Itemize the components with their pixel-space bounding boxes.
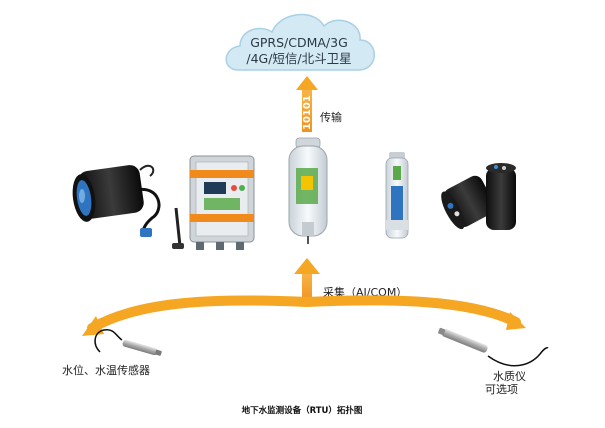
collect-arrow bbox=[294, 258, 320, 302]
device-slim-water-quality-probe bbox=[385, 152, 409, 239]
transmit-arrow-shaft bbox=[302, 88, 312, 132]
transmit-label: 传输 bbox=[320, 110, 342, 124]
cloud: GPRS/CDMA/3G /4G/短信/北斗卫星 bbox=[225, 13, 375, 71]
transmit-arrow: 10101 bbox=[296, 76, 318, 132]
sensor-water-level-temp bbox=[94, 328, 162, 356]
device-black-sensor-probes bbox=[441, 163, 516, 230]
device-black-probe-camera bbox=[72, 164, 161, 238]
cloud-line-1: GPRS/CDMA/3G bbox=[250, 35, 348, 50]
collect-arc bbox=[87, 295, 521, 333]
left-sensor-label: 水位、水温传感器 bbox=[62, 363, 150, 377]
right-sensor-label-1: 水质仪 bbox=[493, 370, 526, 383]
diagram-caption: 地下水监测设备（RTU）拓扑图 bbox=[242, 405, 363, 416]
device-rtu-box bbox=[172, 155, 255, 250]
transmit-arrow-head bbox=[296, 76, 318, 90]
right-sensor-label-2: 可选项 bbox=[485, 383, 518, 396]
sensor-water-quality bbox=[438, 327, 549, 367]
cloud-shape bbox=[225, 13, 375, 71]
collect-arc-arrow-left bbox=[82, 316, 104, 336]
cloud-line-2: /4G/短信/北斗卫星 bbox=[246, 51, 351, 66]
transmit-bits: 10101 bbox=[302, 95, 313, 130]
collect-arc-arrow-right bbox=[506, 312, 526, 330]
device-transparent-tube-rtu bbox=[288, 137, 328, 244]
